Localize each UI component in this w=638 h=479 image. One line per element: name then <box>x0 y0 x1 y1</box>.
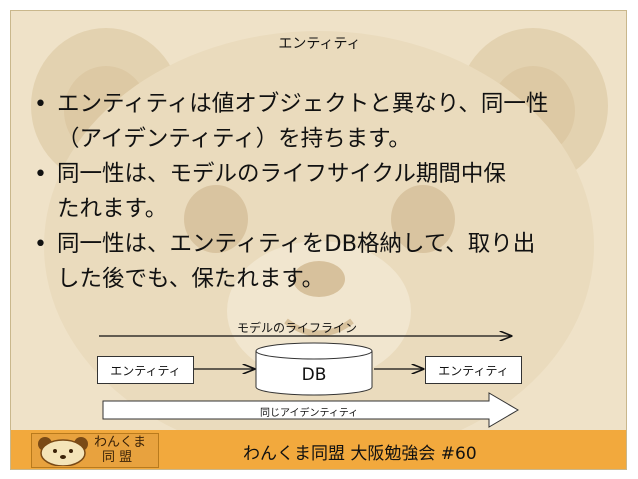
identity-label: 同じアイデンティティ <box>260 408 359 419</box>
bullet-text-line: エンティティは値オブジェクトと異なり、同一性 <box>57 91 549 117</box>
logo: わんくま 同 盟 <box>31 433 159 468</box>
bullet-item: • 同一性は、モデルのライフサイクル期間中保 たれます。 <box>31 157 616 227</box>
bullet-text-line: たれます。 <box>57 196 168 222</box>
slide: エンティティ • エンティティは値オブジェクトと異なり、同一性 （アイデンティテ… <box>10 10 627 470</box>
bullet-list: • エンティティは値オブジェクトと異なり、同一性 （アイデンティティ）を持ちます… <box>31 87 616 297</box>
footer-text: わんくま同盟 大阪勉強会 #60 <box>243 444 477 464</box>
bullet-text-line: 同一性は、エンティティをDB格納して、取り出 <box>57 231 536 257</box>
slide-title: エンティティ <box>278 36 361 52</box>
diagram-arrows <box>99 11 519 428</box>
bullet-item: • 同一性は、エンティティをDB格納して、取り出 した後でも、保たれます。 <box>31 227 616 297</box>
identity-arrow <box>102 392 519 428</box>
bullet-item: • エンティティは値オブジェクトと異なり、同一性 （アイデンティティ）を持ちます… <box>31 87 616 157</box>
bullet-text-line: （アイデンティティ）を持ちます。 <box>57 126 411 152</box>
bullet-text-line: した後でも、保たれます。 <box>57 266 325 292</box>
bear-logo-icon <box>38 437 88 466</box>
bullet-marker: • <box>34 92 47 117</box>
entity-box-right: エンティティ <box>425 356 522 384</box>
lifeline-label: モデルのライフライン <box>237 321 358 335</box>
entity-box-left: エンティティ <box>97 356 194 384</box>
db-label: DB <box>301 365 327 385</box>
bullet-marker: • <box>34 162 47 187</box>
logo-text: わんくま 同 盟 <box>94 435 146 465</box>
logo-line1: わんくま <box>94 435 147 450</box>
db-cylinder-icon <box>255 342 373 396</box>
bullet-text-line: 同一性は、モデルのライフサイクル期間中保 <box>57 161 506 187</box>
logo-line2: 同 盟 <box>102 450 133 465</box>
bullet-marker: • <box>34 232 47 257</box>
footer-bar: わんくま 同 盟 わんくま同盟 大阪勉強会 #60 <box>11 430 626 469</box>
